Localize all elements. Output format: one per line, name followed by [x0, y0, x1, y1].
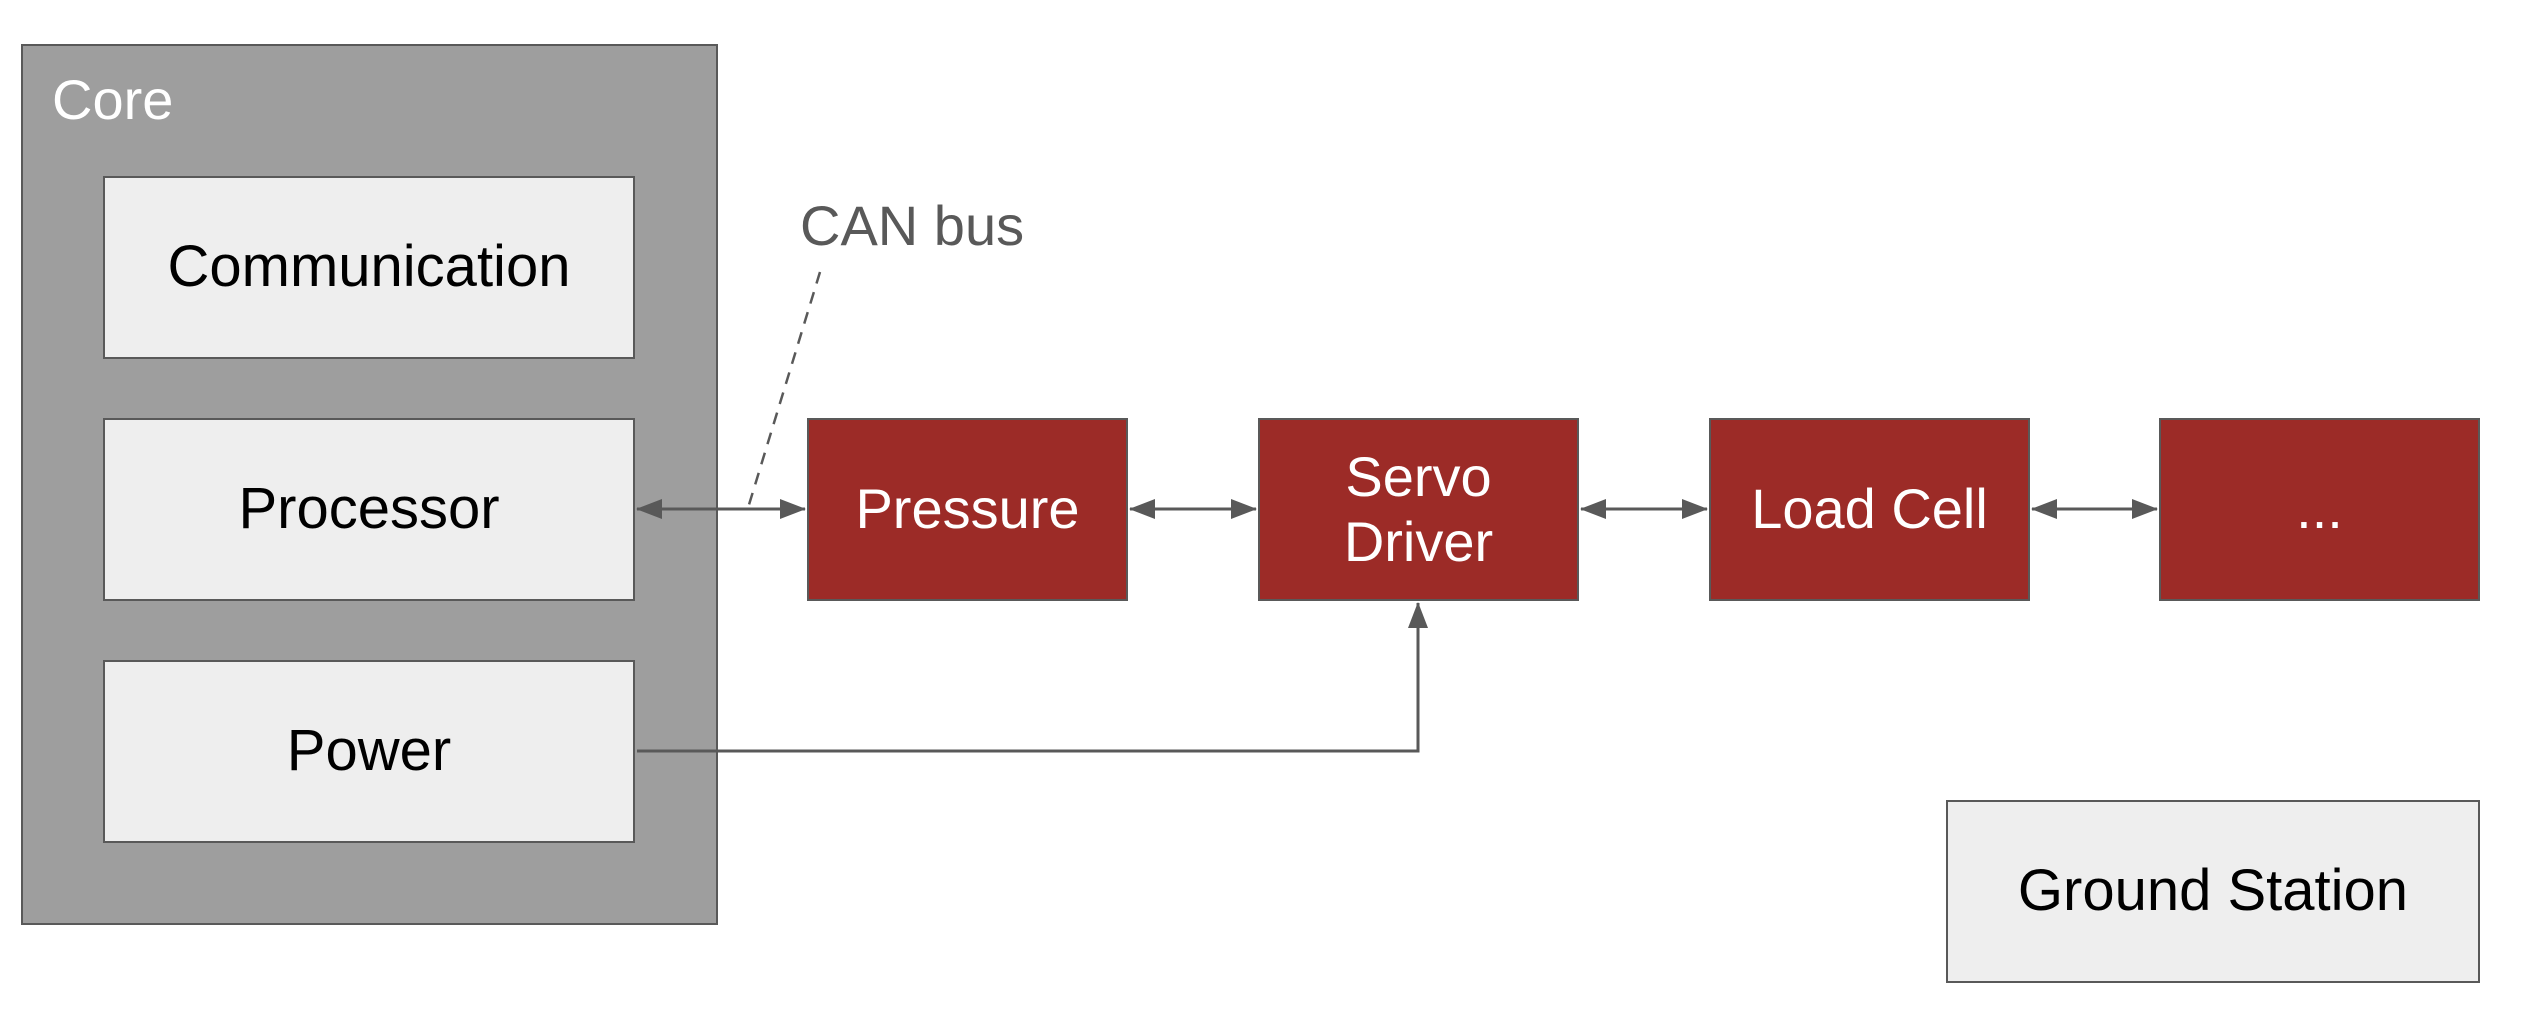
can-bus-label: CAN bus	[800, 194, 1025, 257]
load-cell-node: Load Cell	[1709, 418, 2030, 601]
ground-station-box: Ground Station	[1946, 800, 2480, 983]
more-nodes-node: ...	[2159, 418, 2480, 601]
processor-module: Processor	[103, 418, 635, 601]
pressure-node: Pressure	[807, 418, 1128, 601]
power-module: Power	[103, 660, 635, 843]
core-group-label: Core	[52, 68, 174, 131]
power-servo-link	[637, 602, 1428, 753]
communication-module: Communication	[103, 176, 635, 359]
servo-driver-node: Servo Driver	[1258, 418, 1579, 601]
